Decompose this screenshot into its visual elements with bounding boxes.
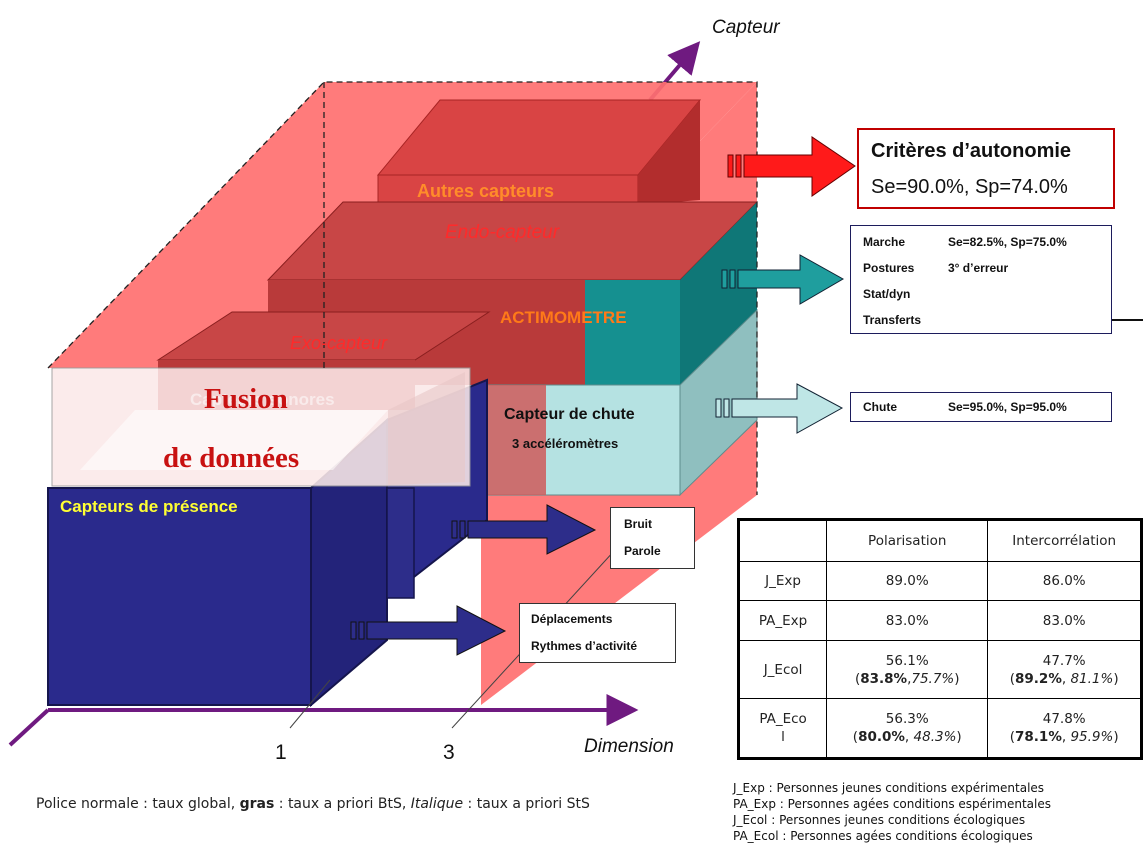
bts-rate: 78.1% — [1015, 729, 1062, 745]
results-table: Polarisation Intercorrélation J_Exp 89.0… — [737, 518, 1143, 760]
table-row-label-a: PA_Eco — [759, 711, 807, 727]
bts-rate: 83.8% — [860, 670, 908, 687]
table-row: J_Ecol 56.1% (83.8%,75.7%) 47.7% (89.2%,… — [737, 640, 1142, 699]
table-row-label: PA_Exp — [737, 600, 828, 641]
sts-rate: 48.3% — [913, 729, 957, 745]
table-row-label-b: l — [781, 729, 785, 745]
table-row: PA_Exp 83.0% 83.0% — [737, 600, 1142, 641]
endo-capteur-label: Endo-capteur — [445, 222, 560, 243]
table-cell-pol: 83.0% — [826, 600, 989, 641]
table-cell-pol: 89.0% — [826, 561, 989, 601]
fusion-title-line2: de données — [163, 442, 299, 474]
chute-arrow — [715, 383, 844, 434]
statdyn-label: Stat/dyn — [863, 287, 911, 301]
footnote-mid: : taux a priori BtS, — [274, 796, 411, 812]
chute-value: Se=95.0%, Sp=95.0% — [948, 400, 1067, 414]
table-row: J_Exp 89.0% 86.0% — [737, 561, 1142, 601]
bts-rate: 89.2% — [1015, 670, 1062, 687]
axis-tail — [8, 708, 50, 747]
table-cell-main: 56.3% — [885, 711, 929, 727]
table-cell-inter: 83.0% — [987, 600, 1142, 641]
actimometre-label: ACTIMOMETRE — [500, 308, 627, 327]
transferts-label: Transferts — [863, 313, 922, 327]
sts-rate: 81.1% — [1070, 670, 1114, 687]
table-row: PA_Eco l 56.3% (80.0%, 48.3%) 47.8% (78.… — [737, 698, 1142, 759]
fusion-title-line1: Fusion — [204, 383, 288, 415]
legend-line: PA_Ecol : Personnes agées conditions éco… — [733, 829, 1033, 843]
table-header-row: Polarisation Intercorrélation — [737, 519, 1142, 562]
sonores-arrow — [451, 504, 597, 555]
table-cell-main: 56.1% — [885, 652, 929, 669]
chute-results-box: Chute Se=95.0%, Sp=95.0% — [850, 392, 1112, 422]
table-cell-inter: 47.8% (78.1%, 95.9%) — [987, 698, 1142, 759]
criteria-arrow — [727, 136, 856, 197]
capteurs-presence-box — [47, 378, 488, 708]
rythmes-label: Rythmes d’activité — [531, 639, 638, 653]
table-cell-inter: 86.0% — [987, 561, 1142, 601]
legend-line: J_Ecol : Personnes jeunes conditions éco… — [733, 813, 1026, 827]
presence-arrow — [350, 605, 507, 656]
bruit-label: Bruit — [624, 517, 652, 531]
table-cell-detail: (89.2%, 81.1%) — [1009, 670, 1119, 687]
table-cell-detail: (78.1%, 95.9%) — [1009, 729, 1119, 745]
marche-label: Marche — [863, 235, 906, 249]
parole-label: Parole — [624, 544, 661, 558]
table-cell-main: 47.7% — [1042, 652, 1086, 669]
tick-1-label: 1 — [275, 741, 287, 764]
footnote-end: : taux a priori StS — [463, 796, 590, 812]
capteurs-presence-label: Capteurs de présence — [60, 497, 238, 516]
capteur-chute-label: Capteur de chute — [504, 406, 635, 423]
table-row-label: J_Ecol — [737, 640, 828, 699]
chute-label: Chute — [863, 400, 897, 414]
criteria-values: Se=90.0%, Sp=74.0% — [871, 176, 1068, 198]
table-header-intercorrelation: Intercorrélation — [987, 519, 1142, 562]
footnote-italic: Italique — [410, 796, 464, 812]
postures-label: Postures — [863, 261, 915, 275]
criteria-title: Critères d’autonomie — [871, 140, 1072, 162]
legend-line: PA_Exp : Personnes agées conditions espé… — [733, 797, 1051, 811]
marche-value: Se=82.5%, Sp=75.0% — [948, 235, 1067, 249]
exo-capteur-label: Exo-capteur — [290, 333, 388, 353]
table-cell-pol: 56.1% (83.8%,75.7%) — [826, 640, 989, 699]
table-header-polarisation: Polarisation — [826, 519, 989, 562]
footnote-normal: Police normale : taux global, — [36, 796, 240, 812]
table-cell-detail: (80.0%, 48.3%) — [852, 729, 962, 745]
autres-capteurs-box — [376, 99, 702, 206]
bts-rate: 80.0% — [858, 729, 905, 745]
sound-results-box: Bruit Parole — [610, 507, 695, 569]
table-cell-detail: (83.8%,75.7%) — [854, 670, 960, 687]
fusion-panel — [51, 367, 471, 487]
actimometre-results-box: Marche Se=82.5%, Sp=75.0% Postures 3° d’… — [850, 225, 1112, 334]
table-cell-pol: 56.3% (80.0%, 48.3%) — [826, 698, 989, 759]
tick-1-leader — [289, 679, 331, 729]
deplacements-label: Déplacements — [531, 612, 613, 626]
footnote-bold: gras — [239, 796, 275, 812]
abbreviation-legend: J_Exp : Personnes jeunes conditions expé… — [733, 780, 1051, 844]
postures-value: 3° d’erreur — [948, 261, 1009, 275]
table-row-label: J_Exp — [737, 561, 828, 601]
font-style-footnote: Police normale : taux global, gras : tau… — [36, 796, 590, 812]
tick-3-label: 3 — [443, 741, 455, 764]
capteur-axis-label: Capteur — [712, 17, 780, 38]
global-box-outline — [47, 81, 758, 495]
sts-rate: 75.7% — [911, 670, 955, 687]
autres-capteurs-label: Autres capteurs — [417, 181, 554, 201]
table-row-label: PA_Eco l — [737, 698, 828, 759]
accelerometres-label: 3 accéléromètres — [512, 436, 618, 451]
table-cell-inter: 47.7% (89.2%, 81.1%) — [987, 640, 1142, 699]
table-cell-main: 47.8% — [1042, 711, 1086, 727]
dimension-axis-label: Dimension — [584, 736, 674, 757]
criteria-box: Critères d’autonomie Se=90.0%, Sp=74.0% — [857, 128, 1115, 209]
sts-rate: 95.9% — [1070, 729, 1114, 745]
presence-results-box: Déplacements Rythmes d’activité — [519, 603, 676, 663]
legend-line: J_Exp : Personnes jeunes conditions expé… — [733, 781, 1045, 795]
table-header-empty — [737, 519, 828, 562]
actimometre-arrow — [721, 254, 845, 305]
capteurs-sonores-label: Capteurs sonores — [190, 390, 335, 409]
